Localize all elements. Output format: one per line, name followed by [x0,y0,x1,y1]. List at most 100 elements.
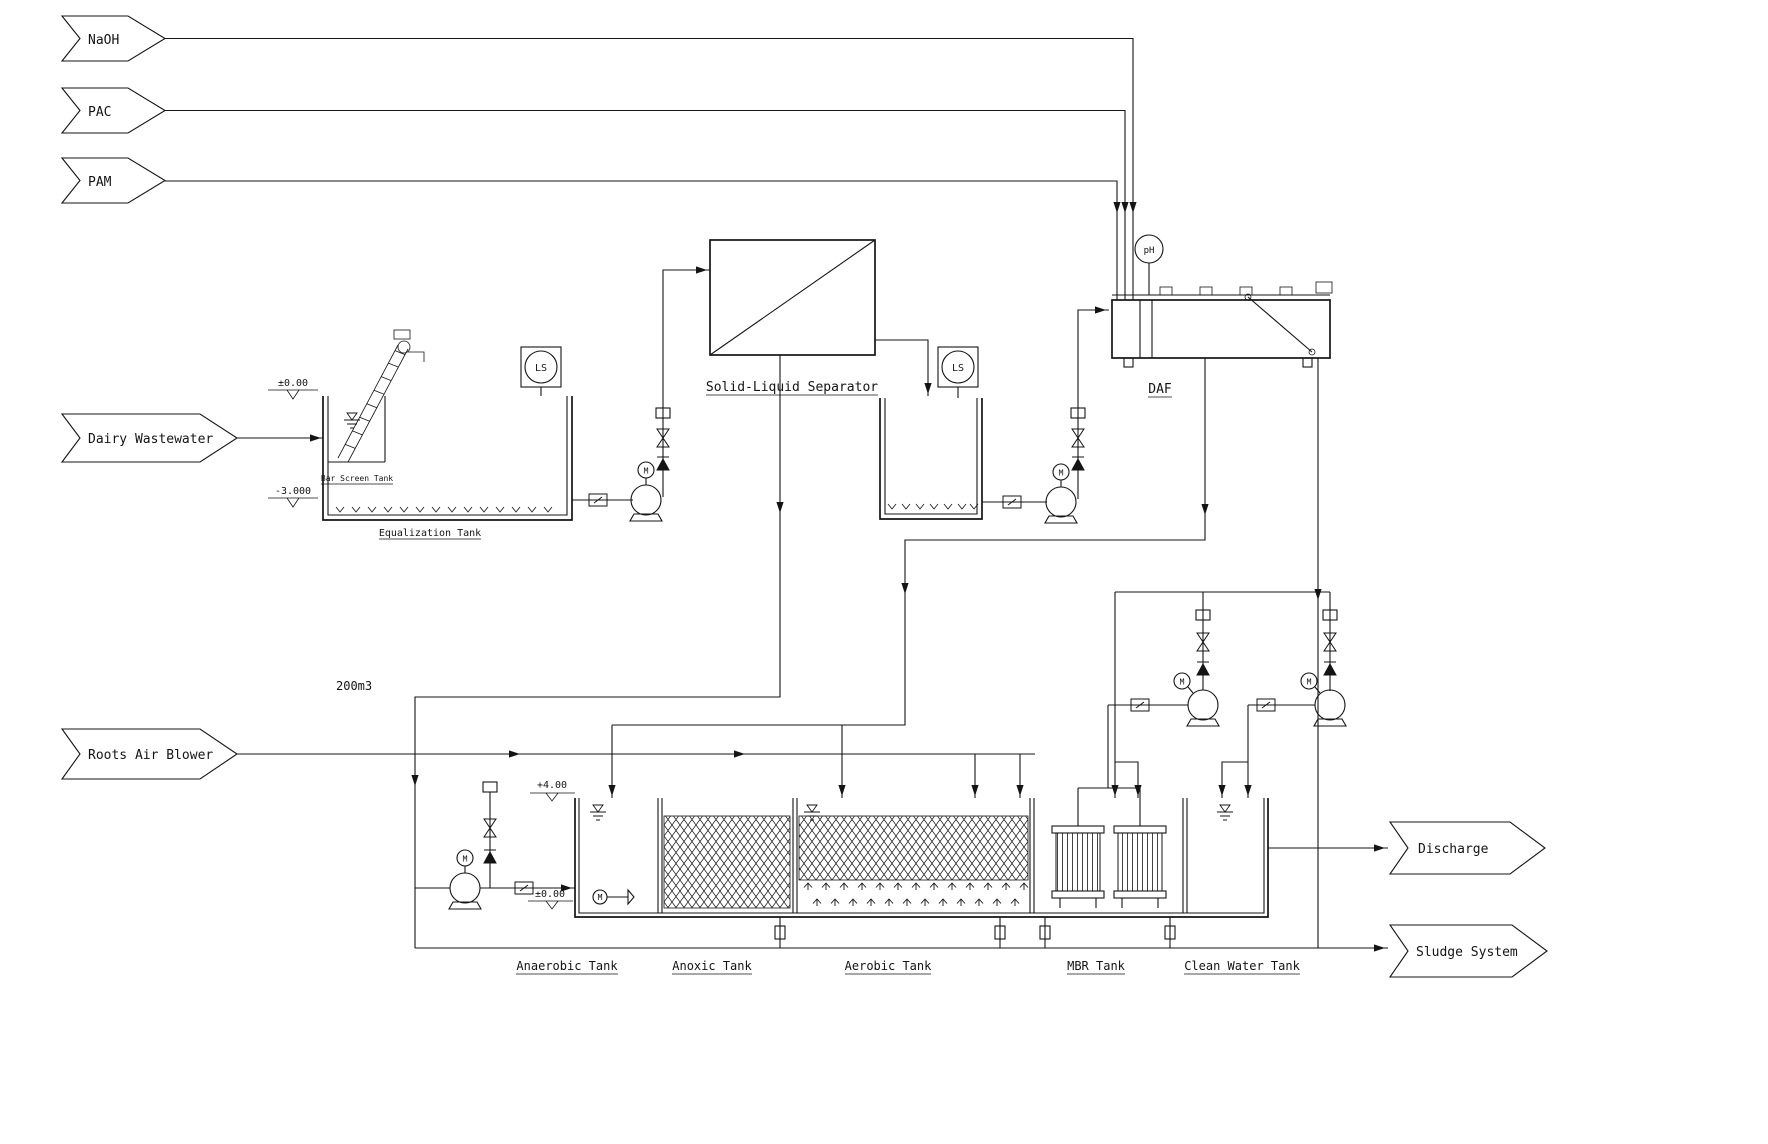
flow-arrow-icon [561,884,572,892]
flow-arrow-icon [1314,589,1322,600]
check-valve-icon [483,849,497,864]
daf-leg [1302,357,1313,368]
membrane-cassette [1117,832,1163,892]
naoh-label: NaOH [88,33,119,48]
pump-discharge-riser [662,269,710,497]
daf-scraper [1247,296,1313,353]
pump-icon [629,484,663,522]
motor-label: M [463,855,468,864]
separator-label: Solid-Liquid Separator [706,380,878,395]
daf-feed-pump: M [982,306,1109,524]
elevation-value: ±0.00 [278,378,308,389]
flow-arrow-icon [1111,785,1119,796]
anoxic-tank-label: Anoxic Tank [672,959,752,973]
basin-inner-wall [578,798,1265,914]
air-blower-stream: Roots Air Blower [60,728,1035,798]
equalization-floor-ticks [335,506,553,513]
check-valve-icon [1323,661,1337,676]
elevation-mark-top: ±0.00 [268,378,318,400]
flow-arrow-icon [1129,202,1137,213]
module-feet [1059,898,1097,908]
influent-flag-arrow [60,413,239,463]
bar-screen-compartment [328,396,386,463]
pump-icon [1044,486,1078,524]
chemical-dosing-pipes [165,37,1137,300]
flow-arrow-icon [924,383,932,394]
flow-arrow-icon [310,434,321,442]
pump-discharge-riser [1077,309,1109,499]
influent-stream: Dairy Wastewater [60,413,323,463]
module-bottom-header [1051,890,1105,899]
flow-arrow-icon [608,785,616,796]
motor-icon [1300,672,1318,690]
sludge-flag-arrow [1388,924,1548,978]
clean-water-tank-label: Clean Water Tank [1184,959,1300,973]
flow-arrow-icon [1016,785,1024,796]
equalization-transfer-pump: M [572,266,710,522]
flow-arrow-icon [1218,785,1226,796]
discharge-label: Discharge [1418,842,1489,857]
water-level-icon [1216,804,1234,821]
motor-label: M [1180,678,1185,687]
air-blower-label: Roots Air Blower [88,748,213,763]
buffer-tank-wall [879,398,983,520]
chemical-feed-pam: PAM [60,157,167,204]
aerobic-tank-label: Aerobic Tank [845,959,932,973]
sludge-label: Sludge System [1416,945,1518,960]
divider-aerobic-mbr [1029,798,1035,913]
separator-diagonal [709,239,876,356]
mbr-return-drop [1115,761,1139,798]
motor-icon [1173,672,1191,690]
instrument-bubble [941,350,975,384]
inline-fitting [1322,609,1338,621]
flow-arrow-icon [696,266,707,274]
module-bottom-header [1113,890,1167,899]
inline-fitting [655,407,671,419]
ph-instrument: pH [1134,234,1164,295]
pump-icon [1186,689,1220,727]
flow-arrow-icon [838,785,846,796]
basin-feed-pump: M [415,781,575,910]
equalization-tank: Bar Screen Tank Equalization Tank ±0.00 … [268,329,573,540]
divider-anaerobic-anoxic [657,798,663,913]
naoh-pipe [165,37,1134,300]
screen-head-pulley [397,340,411,354]
elevation-value: ±0.00 [535,889,565,900]
daf-label: DAF [1148,382,1172,397]
pump-icon [1313,689,1347,727]
pac-flag-arrow [60,87,167,134]
bar-screen-tank-label: Bar Screen Tank [321,474,393,483]
motor-label: M [644,467,649,476]
inline-fitting [1195,609,1211,621]
water-level-icon [589,804,607,821]
equalization-tank-wall [322,396,573,521]
anaerobic-mixer: M [592,888,635,906]
mbr-module-b [1113,825,1167,908]
buffer-floor-ticks [887,503,979,510]
mbr-module-a [1051,825,1105,908]
check-valve-icon [1071,456,1085,471]
pam-label: PAM [88,175,112,190]
flow-arrow-icon [1095,306,1106,314]
elevation-mark-bottom: -3.000 [268,486,318,508]
chemical-feed-naoh: NaOH [60,15,167,62]
air-drop-pipes [974,754,1021,798]
check-valve-icon [1196,661,1210,676]
screenings-chute [408,351,425,362]
equalization-tank-label: Equalization Tank [379,528,481,539]
flow-arrow-icon [1244,785,1252,796]
flow-arrow-icon [1374,944,1385,952]
flow-arrow-icon [776,502,784,513]
buffer-tank: LS [879,346,983,520]
divider-mbr-cleanwater [1182,798,1188,913]
pac-label: PAC [88,105,111,120]
aerobic-diffusers [803,882,1029,907]
daf-scraper-motor [1315,281,1333,294]
level-switch-eq: LS [520,346,562,396]
screen-drive-motor [393,329,411,340]
membrane-cassette [1055,832,1101,892]
inline-fitting [482,781,498,793]
aerobic-media-bed [798,815,1029,881]
daf-leg [1123,357,1134,368]
